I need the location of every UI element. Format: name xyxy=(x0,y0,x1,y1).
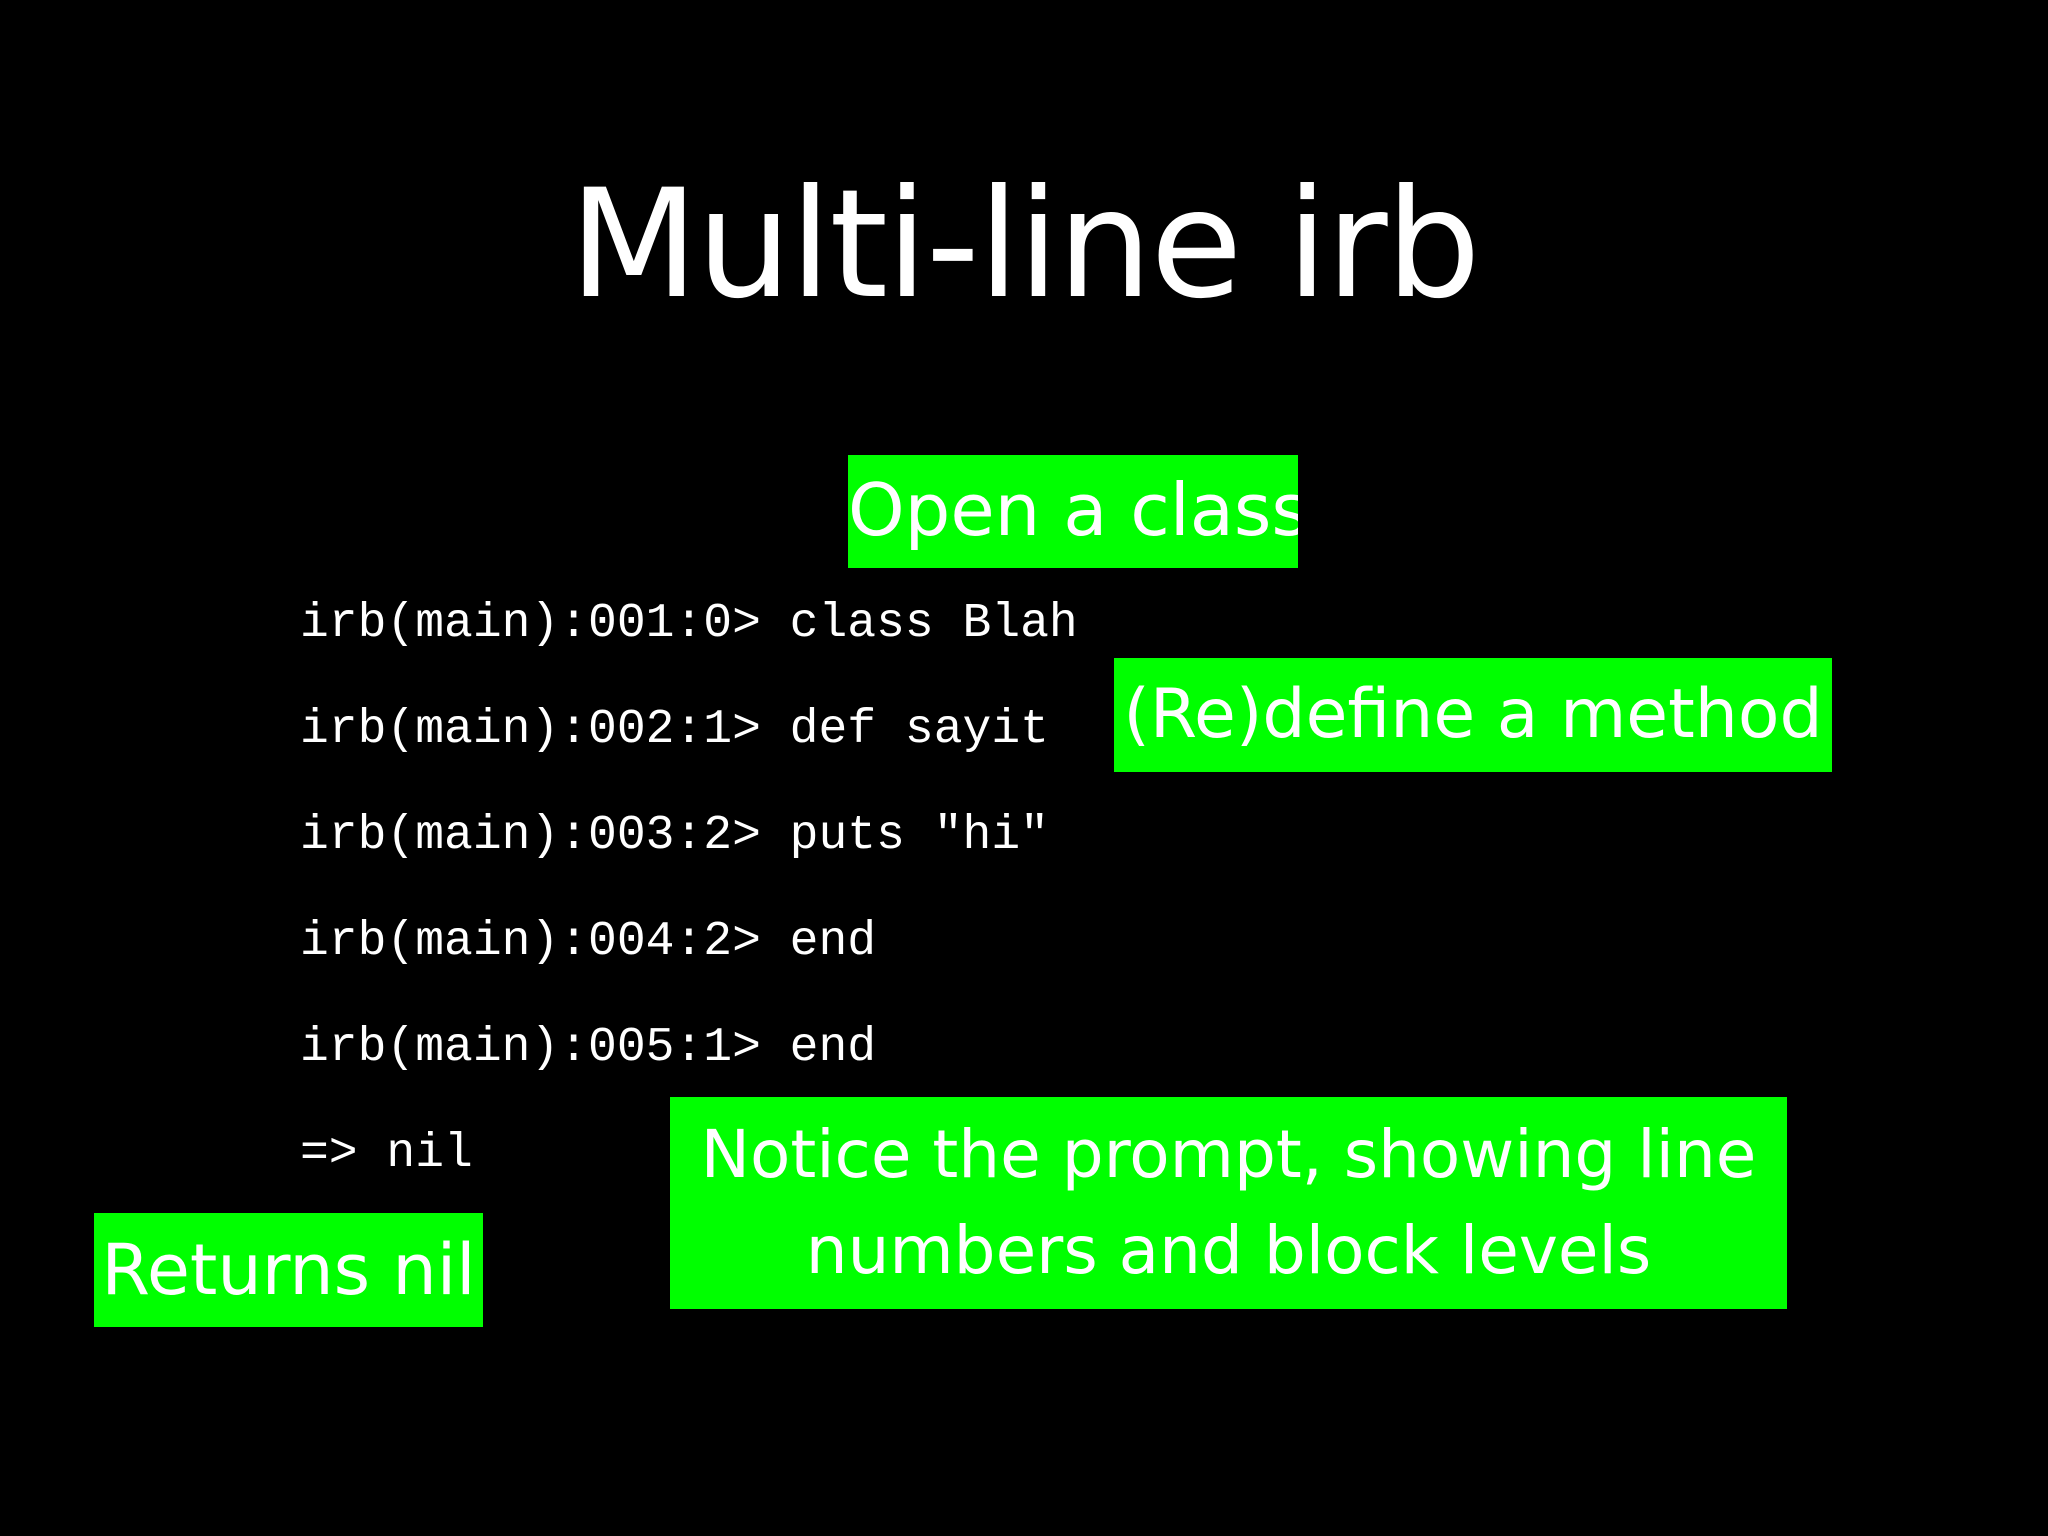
callout-redefine-method-text: (Re)define a method xyxy=(1123,675,1823,754)
code-line-1: irb(main):001:0> class Blah xyxy=(300,597,1078,651)
callout-returns-nil: Returns nil xyxy=(94,1213,483,1327)
callout-returns-nil-text: Returns nil xyxy=(101,1229,476,1311)
callout-prompt-note-line-1: Notice the prompt, showing line xyxy=(700,1116,1757,1193)
callout-open-class: Open a class xyxy=(848,455,1298,568)
callout-prompt-note-line-2: numbers and block levels xyxy=(805,1212,1652,1289)
callout-open-class-text: Open a class xyxy=(848,468,1298,552)
callout-prompt-note: Notice the prompt, showing line numbers … xyxy=(670,1097,1787,1309)
code-line-5: irb(main):005:1> end xyxy=(300,1021,877,1075)
slide-title: Multi-line irb xyxy=(569,158,1481,332)
code-line-3: irb(main):003:2> puts "hi" xyxy=(300,809,1049,863)
code-line-2: irb(main):002:1> def sayit xyxy=(300,703,1049,757)
callout-redefine-method: (Re)define a method xyxy=(1114,658,1832,772)
code-line-6: => nil xyxy=(300,1127,473,1181)
code-line-4: irb(main):004:2> end xyxy=(300,915,877,969)
